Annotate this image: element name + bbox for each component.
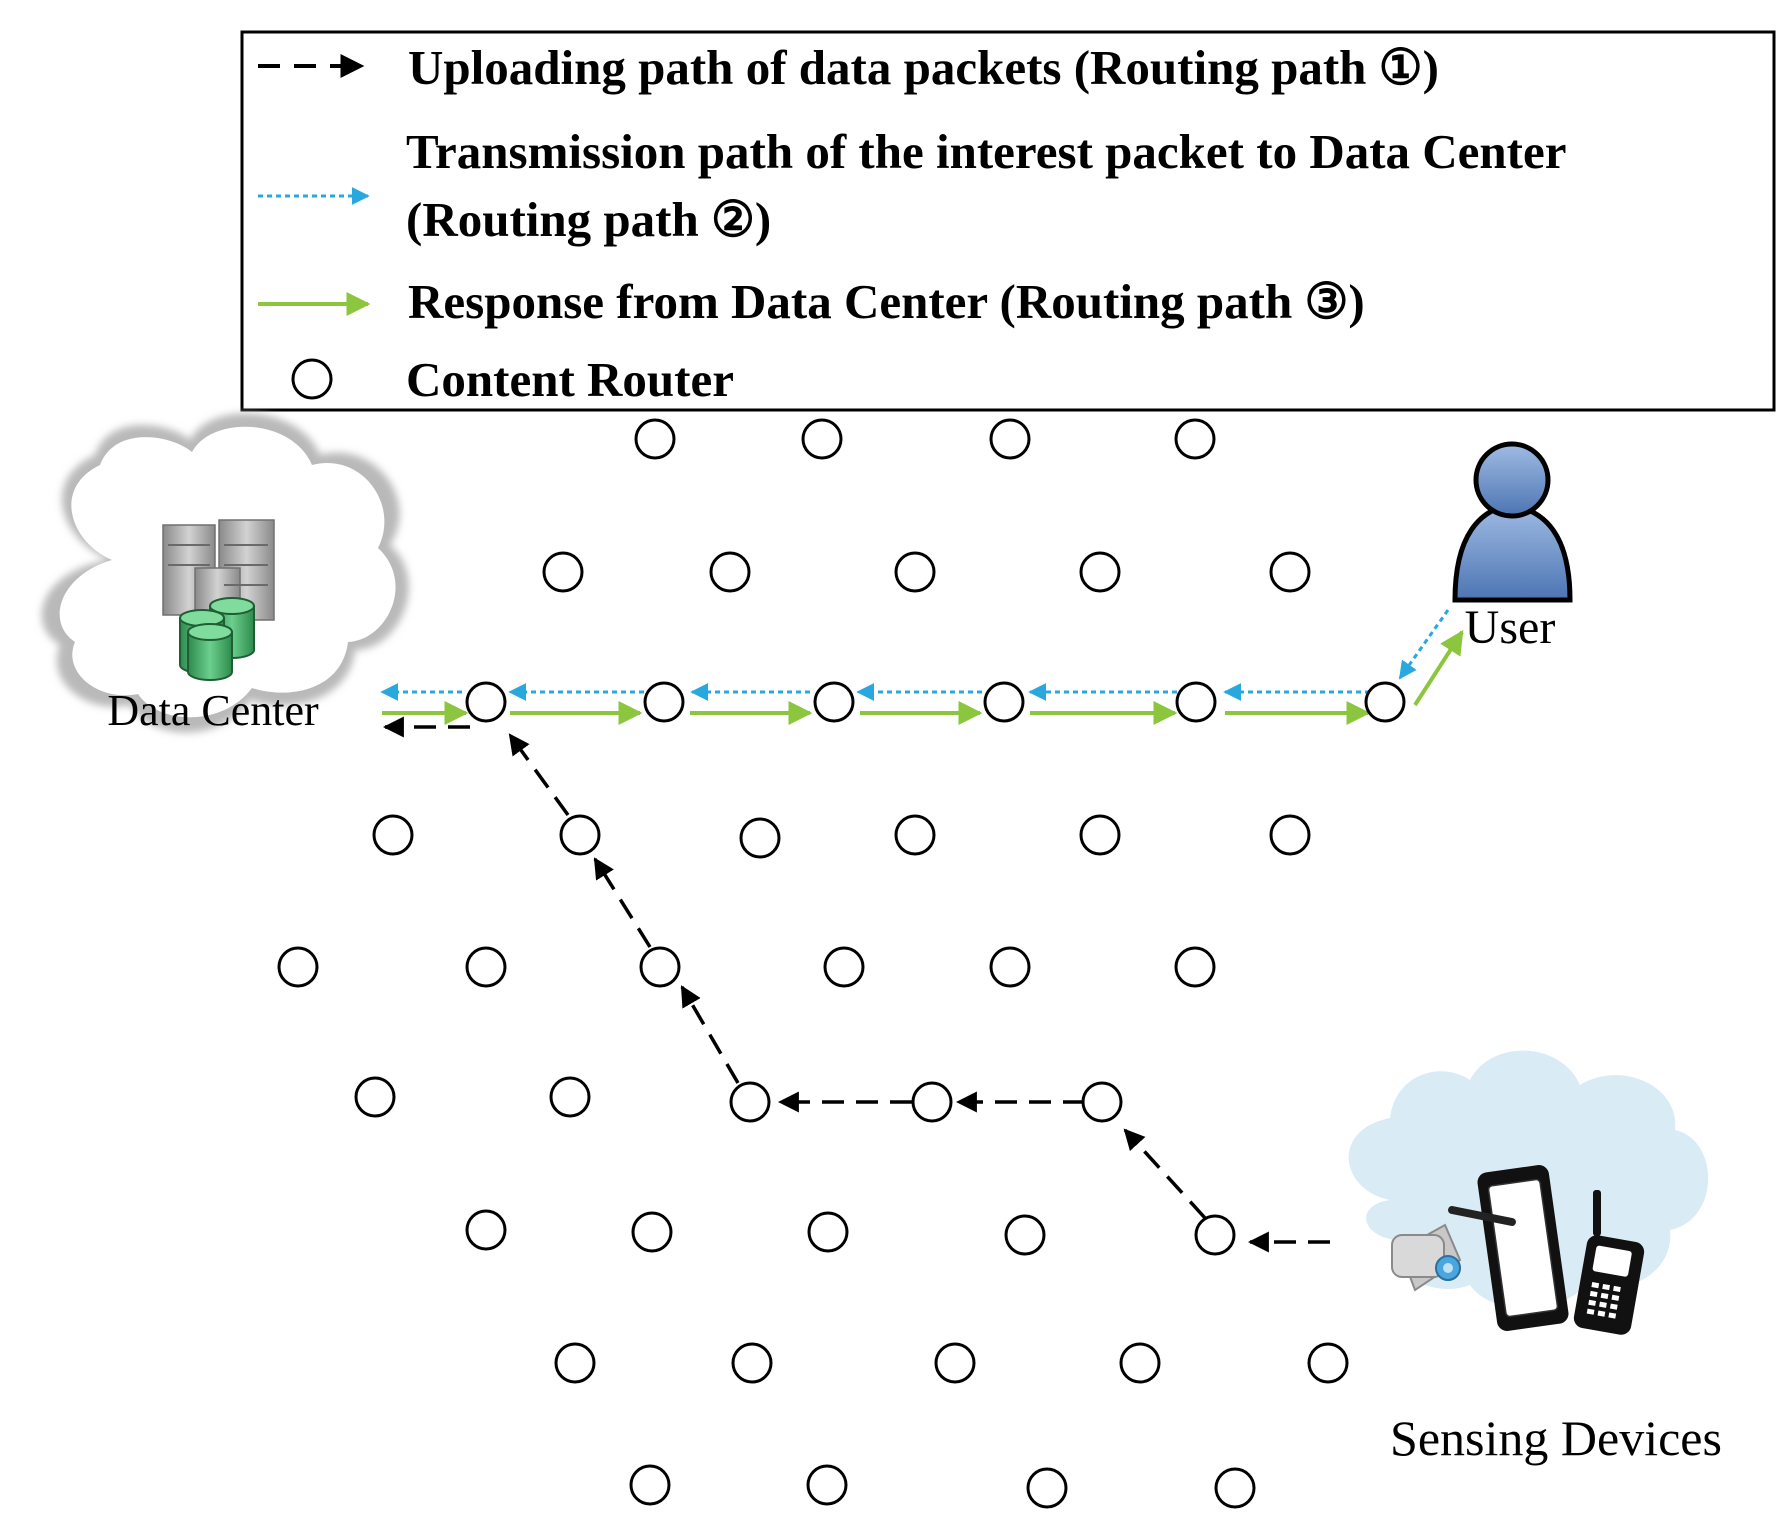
content-router-node bbox=[643, 681, 685, 723]
content-router-node bbox=[801, 418, 843, 460]
response-edge bbox=[1413, 629, 1464, 707]
content-router-node bbox=[1214, 1467, 1256, 1509]
content-router-node bbox=[1004, 1214, 1046, 1256]
content-router-node bbox=[1175, 681, 1217, 723]
tablet-icon bbox=[1448, 1165, 1569, 1331]
content-router-node bbox=[372, 814, 414, 856]
response-path bbox=[382, 629, 1464, 725]
legend-item-router: Content Router bbox=[291, 352, 734, 407]
content-router-node bbox=[465, 1209, 507, 1251]
upload-edge bbox=[593, 857, 652, 948]
user-person-icon bbox=[1452, 441, 1573, 603]
content-router-node bbox=[807, 1211, 849, 1253]
legend-response-line-1: Response from Data Center (Routing path … bbox=[408, 274, 1365, 329]
legend-interest-line-1: Transmission path of the interest packet… bbox=[406, 124, 1566, 179]
legend-upload-line-1: Uploading path of data packets (Routing … bbox=[408, 40, 1439, 95]
upload-edge bbox=[508, 733, 570, 817]
user-label: User bbox=[1465, 601, 1556, 654]
content-router-node bbox=[629, 1464, 671, 1506]
content-router-node bbox=[559, 814, 601, 856]
interest-edge bbox=[1398, 609, 1450, 680]
content-router-node bbox=[1174, 418, 1216, 460]
upload-edge bbox=[680, 985, 740, 1084]
legend-router-line-1: Content Router bbox=[406, 352, 734, 407]
content-router-node bbox=[465, 946, 507, 988]
legend-router-label: Content Router bbox=[406, 352, 734, 407]
content-router-node bbox=[823, 946, 865, 988]
content-router-node bbox=[806, 1464, 848, 1506]
content-router-node bbox=[634, 418, 676, 460]
user: User bbox=[1452, 441, 1573, 654]
legend: Uploading path of data packets (Routing … bbox=[240, 30, 1776, 412]
legend-interest-line-2: (Routing path ②) bbox=[406, 192, 771, 247]
upload-edge bbox=[1123, 1128, 1207, 1220]
content-router-node bbox=[1194, 1214, 1236, 1256]
content-router-node bbox=[731, 1342, 773, 1384]
content-router-node bbox=[911, 1081, 953, 1123]
content-router-node bbox=[813, 681, 855, 723]
content-router-node bbox=[1269, 814, 1311, 856]
legend-item-response: Response from Data Center (Routing path … bbox=[258, 274, 1365, 329]
legend-item-interest: Transmission path of the interest packet… bbox=[258, 124, 1578, 247]
legend-response-label: Response from Data Center (Routing path … bbox=[408, 274, 1365, 329]
legend-upload-label: Uploading path of data packets (Routing … bbox=[408, 40, 1439, 95]
legend-item-upload: Uploading path of data packets (Routing … bbox=[258, 40, 1439, 95]
content-router-node bbox=[631, 1211, 673, 1253]
content-router-node bbox=[1081, 1081, 1123, 1123]
content-router-node bbox=[465, 681, 507, 723]
content-router-node bbox=[354, 1076, 396, 1118]
data-center-label: Data Center bbox=[107, 686, 319, 735]
content-router-node bbox=[549, 1076, 591, 1118]
mobile-phone-icon bbox=[1573, 1190, 1645, 1335]
camera-icon bbox=[1391, 1223, 1462, 1292]
content-router-node bbox=[729, 1081, 771, 1123]
content-router-node bbox=[1079, 814, 1121, 856]
content-router-node bbox=[1269, 551, 1311, 593]
content-router-node bbox=[894, 814, 936, 856]
content-routers bbox=[277, 418, 1406, 1509]
content-router-node bbox=[989, 946, 1031, 988]
legend-router-swatch bbox=[291, 358, 333, 400]
content-router-node bbox=[934, 1342, 976, 1384]
interest-path bbox=[380, 609, 1450, 701]
content-router-node bbox=[639, 946, 681, 988]
content-router-node bbox=[277, 946, 319, 988]
content-router-node bbox=[542, 551, 584, 593]
content-router-node bbox=[1364, 681, 1406, 723]
content-router-node bbox=[709, 551, 751, 593]
content-router-node bbox=[894, 551, 936, 593]
content-router-node bbox=[989, 418, 1031, 460]
content-router-node bbox=[1174, 946, 1216, 988]
content-router-node bbox=[554, 1342, 596, 1384]
content-router-node bbox=[1119, 1342, 1161, 1384]
legend-box bbox=[240, 30, 1776, 412]
data-center: Data Center bbox=[41, 413, 409, 735]
content-router-node bbox=[983, 681, 1025, 723]
sensing-devices: Sensing Devices bbox=[1348, 1050, 1722, 1466]
legend-interest-label: Transmission path of the interest packet… bbox=[406, 124, 1578, 247]
content-router-node bbox=[1307, 1342, 1349, 1384]
sensing-devices-label: Sensing Devices bbox=[1390, 1410, 1722, 1466]
content-router-node bbox=[1026, 1467, 1068, 1509]
database-icon bbox=[179, 597, 255, 681]
content-router-node bbox=[739, 817, 781, 859]
upload-path bbox=[382, 716, 1330, 1253]
content-router-node bbox=[1079, 551, 1121, 593]
